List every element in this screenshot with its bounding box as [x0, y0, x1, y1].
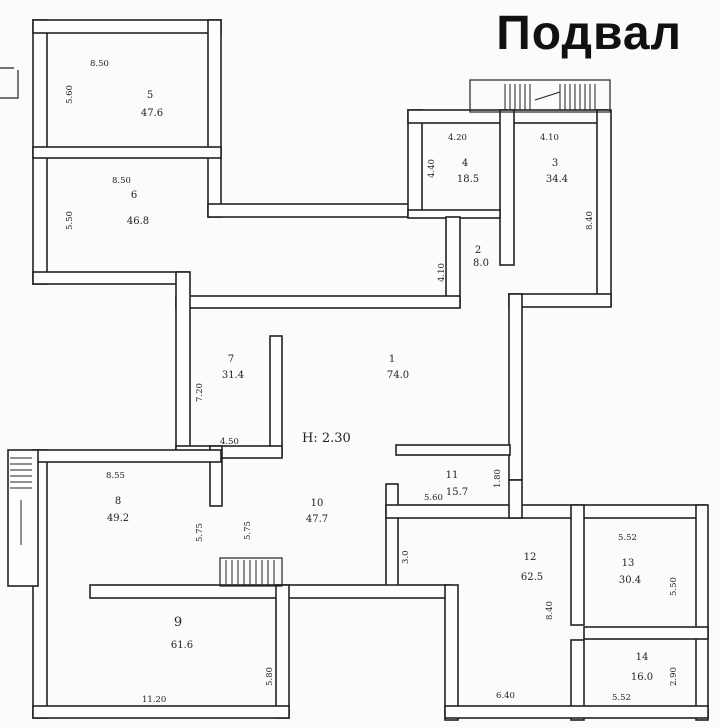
room-3-number: 3: [552, 158, 558, 169]
dim-r12-width: 6.40: [496, 691, 515, 701]
walls: [7, 19, 709, 721]
room-7-number: 7: [228, 354, 234, 365]
room-13-number: 13: [622, 558, 635, 569]
room-13-area: 30.4: [619, 575, 641, 586]
dim-r3-width: 4.10: [540, 133, 559, 143]
dim-r8-width: 8.55: [106, 471, 125, 481]
room-4-number: 4: [462, 158, 468, 169]
room-5-area: 47.6: [141, 108, 163, 119]
dim-r14-height: 2.90: [669, 667, 679, 686]
dim-r4-width: 4.20: [448, 133, 467, 143]
dim-r9-width: 11.20: [142, 695, 166, 705]
dim-r8-height: 5.75: [195, 523, 205, 542]
room-7-area: 31.4: [222, 370, 244, 381]
dim-r13-height: 5.50: [669, 577, 679, 596]
dim-r11-width: 5.60: [424, 493, 443, 503]
room-1-area: 74.0: [387, 370, 409, 381]
room-11-number: 11: [446, 470, 459, 481]
stairs-middle: [219, 557, 283, 587]
dim-r10-height: 5.75: [243, 521, 253, 540]
room-5-number: 5: [147, 90, 153, 101]
dim-r9-height: 5.80: [265, 667, 275, 686]
room-1-number: 1: [389, 354, 395, 365]
room-10-number: 10: [311, 498, 324, 509]
room-14-area: 16.0: [631, 672, 653, 683]
dim-r2-height: 4.10: [437, 263, 447, 282]
dim-r3-height: 8.40: [585, 211, 595, 230]
room-6-area: 46.8: [127, 216, 149, 227]
room-10-area: 47.7: [306, 514, 328, 525]
room-2-number: 2: [475, 245, 481, 256]
room-4-area: 18.5: [457, 174, 479, 185]
ceiling-height-note: H: 2.30: [302, 431, 351, 446]
dim-r6-height: 5.50: [65, 211, 75, 230]
dim-r14-width: 5.52: [612, 693, 631, 703]
room-labels: 5 47.6 6 46.8 4 18.5 3 34.4 2 8.0 1 74.0…: [107, 90, 653, 683]
room-14-number: 14: [636, 652, 649, 663]
room-2-area: 8.0: [473, 258, 489, 269]
dim-r13-width: 5.52: [618, 533, 637, 543]
dim-r7-height: 7.20: [195, 383, 205, 402]
room-12-number: 12: [524, 552, 537, 563]
edge-fragment: [0, 67, 19, 99]
dimension-labels: 8.50 5.60 8.50 5.50 4.20 4.40 4.10 8.40 …: [65, 59, 679, 705]
dim-r12-height: 8.40: [545, 601, 555, 620]
room-11-area: 15.7: [446, 487, 468, 498]
dim-r6-width: 8.50: [112, 176, 131, 186]
room-8-area: 49.2: [107, 513, 129, 524]
room-6-number: 6: [131, 190, 137, 201]
room-9-area: 61.6: [171, 640, 193, 651]
room-9-number: 9: [174, 615, 182, 630]
dim-r11-height: 1.80: [493, 469, 503, 488]
stairs-top: [469, 79, 611, 113]
room-3-area: 34.4: [546, 174, 568, 185]
dim-r5-width: 8.50: [90, 59, 109, 69]
dim-r5-height: 5.60: [65, 85, 75, 104]
dim-r12-height-left: 3.0: [401, 550, 411, 564]
page-title: Подвал: [496, 7, 682, 60]
stairs-left: [10, 457, 32, 545]
room-12-area: 62.5: [521, 572, 543, 583]
room-8-number: 8: [115, 496, 121, 507]
dim-r4-height: 4.40: [427, 159, 437, 178]
dim-r7-width: 4.50: [220, 437, 239, 447]
